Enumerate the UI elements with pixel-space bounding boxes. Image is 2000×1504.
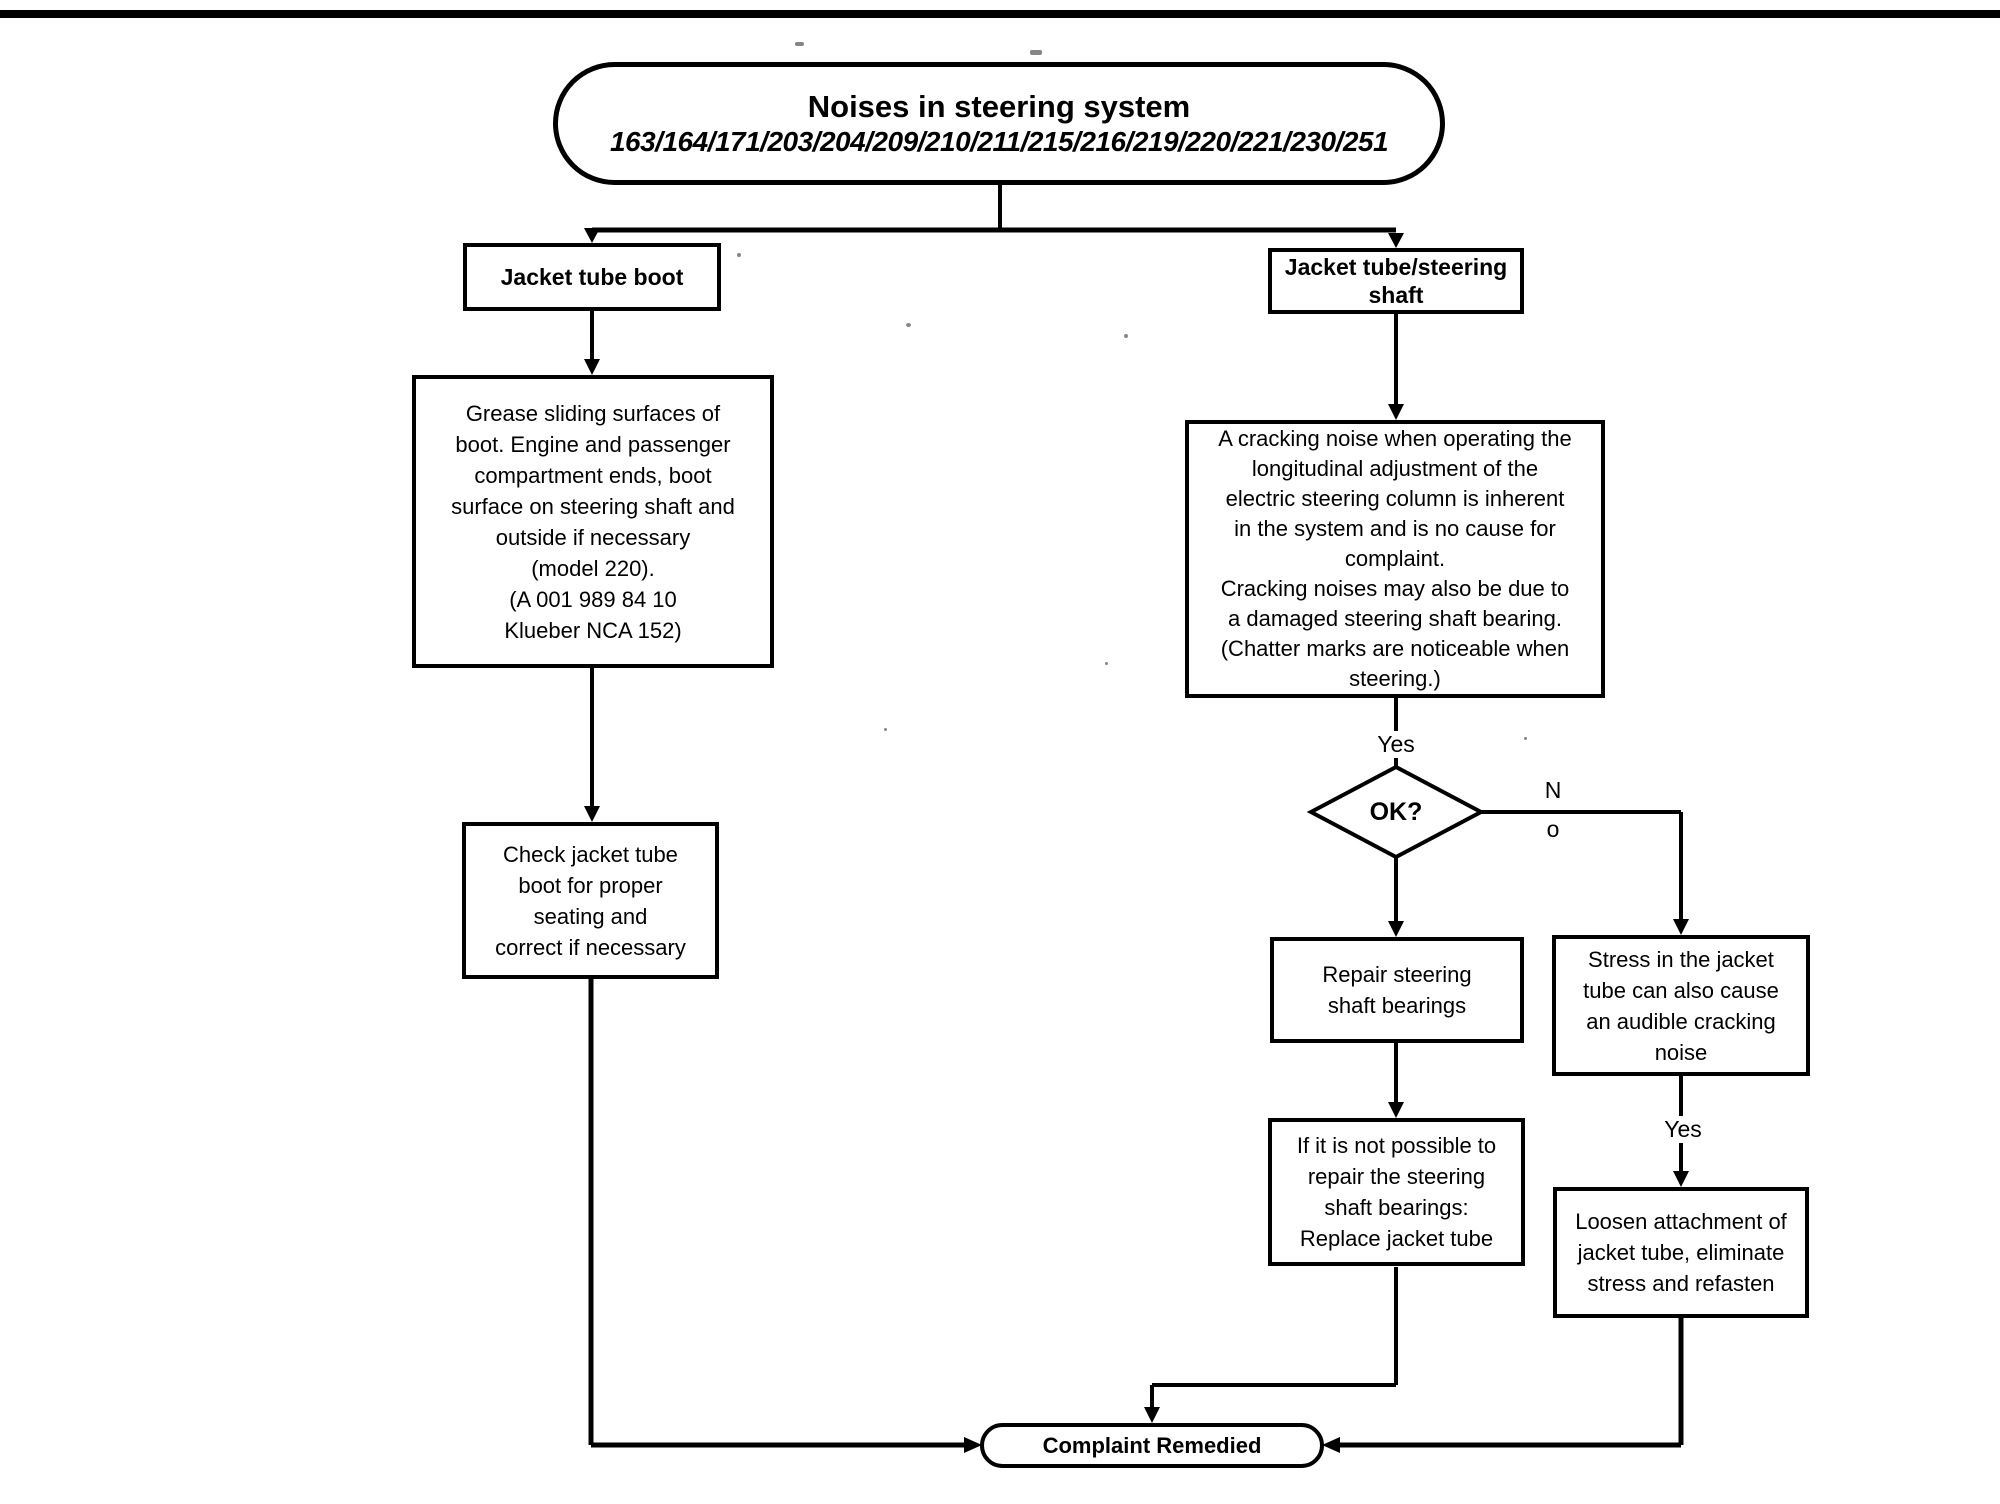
node-stress-note-text: Stress in the jacket tube can also cause…: [1583, 946, 1779, 1065]
node-grease-instructions-text: Grease sliding surfaces of boot. Engine …: [451, 400, 735, 643]
scan-speck: [1105, 662, 1108, 665]
node-complaint-remedied-label: Complaint Remedied: [1042, 1432, 1262, 1458]
node-replace-jacket-tube: If it is not possible to repair the stee…: [1268, 1118, 1525, 1266]
edge-label-yes-to-decision: Yes: [1356, 731, 1436, 758]
scan-speck: [1030, 50, 1042, 55]
scan-speck: [1524, 737, 1527, 740]
title-model-numbers: 163/164/171/203/204/209/210/211/215/216/…: [609, 125, 1389, 157]
decision-label-ok: OK?: [1369, 798, 1423, 826]
node-complaint-remedied: Complaint Remedied: [980, 1423, 1324, 1468]
node-stress-note: Stress in the jacket tube can also cause…: [1552, 935, 1810, 1076]
node-jacket-tube-boot: Jacket tube boot: [463, 243, 721, 311]
node-cracking-noise-note-text: A cracking noise when operating the long…: [1218, 426, 1572, 691]
decision-diamond: [1306, 764, 1486, 860]
node-loosen-attachment-text: Loosen attachment of jacket tube, elimin…: [1575, 1209, 1787, 1296]
scan-speck: [884, 728, 887, 731]
scan-speck: [906, 323, 911, 327]
node-replace-jacket-tube-text: If it is not possible to repair the stee…: [1296, 1133, 1497, 1251]
node-check-boot-seating-text: Check jacket tube boot for proper seatin…: [495, 841, 686, 960]
scan-speck: [737, 253, 741, 257]
node-repair-bearings: Repair steering shaft bearings: [1270, 937, 1524, 1043]
title-node: Noises in steering system 163/164/171/20…: [553, 62, 1445, 185]
node-jacket-tube-steering-shaft-label: Jacket tube/steering shaft: [1284, 254, 1508, 308]
page-top-rule: [0, 10, 2000, 18]
node-loosen-attachment: Loosen attachment of jacket tube, elimin…: [1553, 1187, 1809, 1318]
arrowheads: [584, 228, 1689, 1453]
edge-label-no-upper: N: [1544, 777, 1562, 803]
title-text: Noises in steering system: [807, 88, 1191, 124]
node-cracking-noise-note: A cracking noise when operating the long…: [1185, 420, 1605, 698]
node-jacket-tube-steering-shaft: Jacket tube/steering shaft: [1268, 248, 1524, 314]
node-grease-instructions: Grease sliding surfaces of boot. Engine …: [412, 375, 774, 668]
scan-speck: [1124, 334, 1128, 338]
edge-label-no-lower: o: [1546, 816, 1560, 842]
node-repair-bearings-text: Repair steering shaft bearings: [1322, 962, 1472, 1018]
node-check-boot-seating: Check jacket tube boot for proper seatin…: [462, 822, 719, 979]
edge-label-yes-to-loosen: Yes: [1643, 1116, 1723, 1143]
node-jacket-tube-boot-label: Jacket tube boot: [500, 264, 684, 290]
scan-speck: [795, 42, 804, 46]
